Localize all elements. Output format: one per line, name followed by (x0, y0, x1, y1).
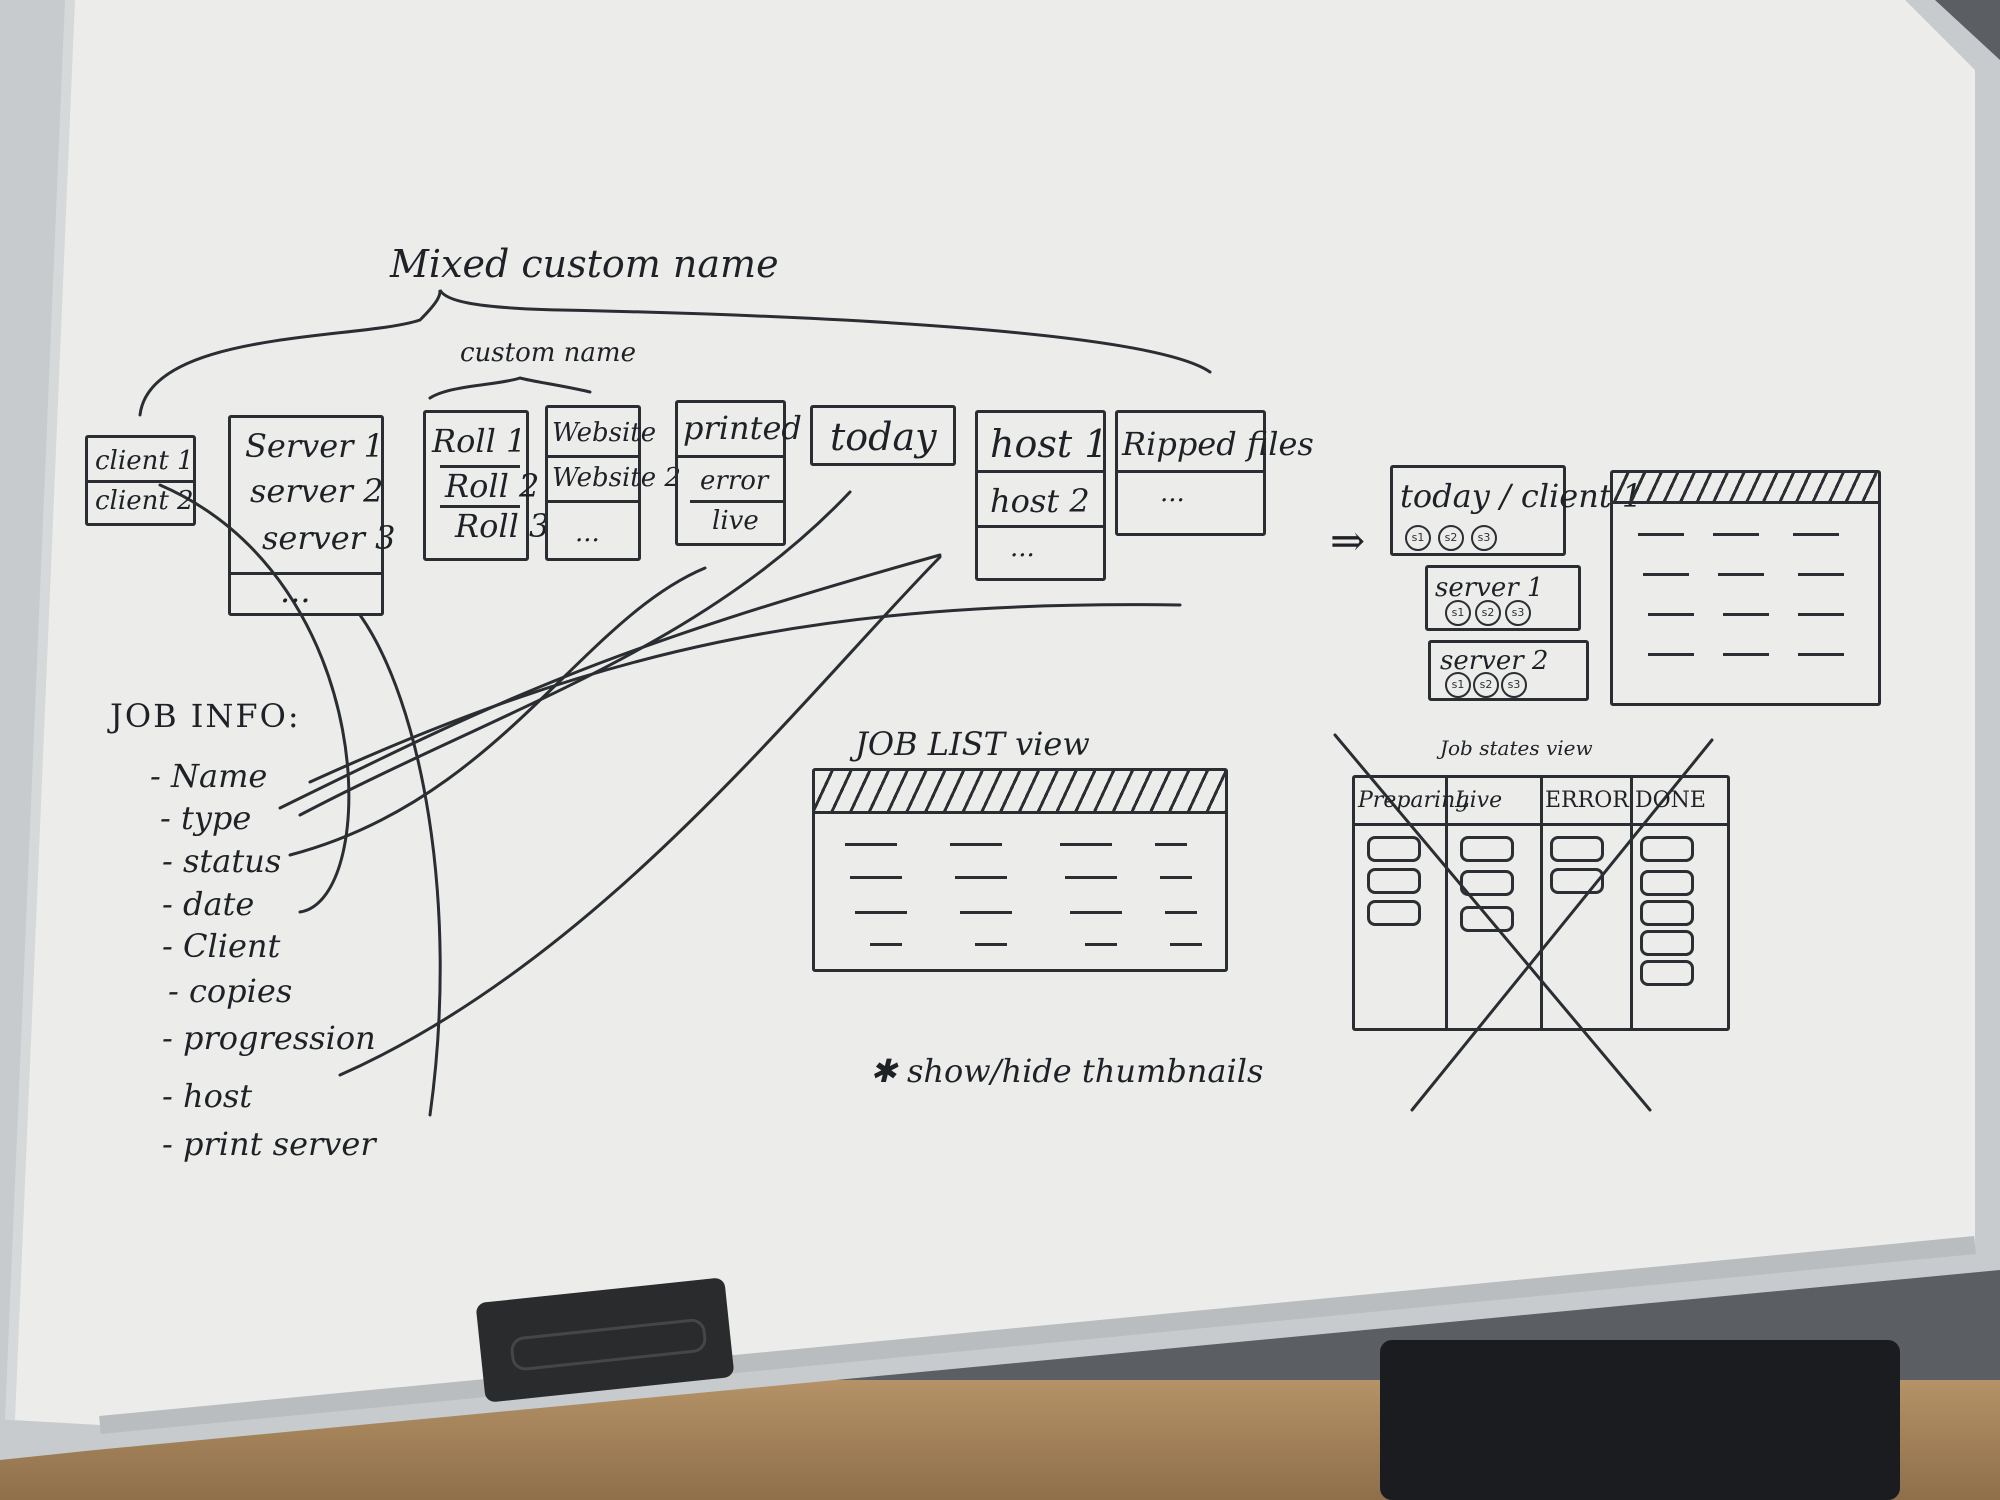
job-info-field-date: - date (162, 885, 255, 923)
server-1-badge-s3: s3 (1505, 600, 1531, 626)
server-2-badge-s3: s3 (1501, 672, 1527, 698)
group-badge-s1: s1 (1405, 525, 1431, 551)
date-item-today: today (830, 415, 937, 459)
website-item-2: Website 2 (552, 463, 681, 493)
state-column-error: ERROR (1545, 788, 1629, 813)
job-states-board-sketch (1352, 775, 1730, 1031)
roll-filter-box (423, 410, 529, 561)
ripped-files-title: Ripped files (1122, 425, 1314, 463)
ripped-files-box (1115, 410, 1266, 536)
server-item-3: server 3 (262, 519, 396, 557)
top-brace-label: Mixed custom name (390, 242, 779, 286)
job-info-field-type: - type (160, 799, 252, 837)
state-column-preparing: Preparing (1358, 788, 1470, 813)
state-column-done: DONE (1635, 788, 1706, 813)
client-item-2: client 2 (95, 486, 194, 516)
server-filter-box (228, 415, 384, 616)
server-item-1: Server 1 (245, 427, 384, 465)
state-column-live: Live (1455, 788, 1503, 813)
group-card-server-2 (1428, 640, 1589, 701)
server-1-badge-s2: s2 (1475, 600, 1501, 626)
implies-arrow: ⇒ (1330, 516, 1366, 565)
job-info-field-status: - status (162, 842, 282, 880)
job-states-view-label: Job states view (1440, 736, 1593, 760)
host-filter-box (975, 410, 1106, 581)
detail-table-sketch (1610, 470, 1881, 706)
status-item-printed: printed (683, 409, 802, 447)
host-item-more: ... (1010, 533, 1035, 563)
group-card-today-client (1390, 465, 1566, 556)
roll-item-3: Roll 3 (455, 507, 550, 545)
roll-item-2: Roll 2 (445, 467, 540, 505)
thumbnail-note: ✱ show/hide thumbnails (870, 1052, 1264, 1090)
website-filter-box (545, 405, 641, 561)
group-card-title: today / client 1 (1400, 477, 1643, 515)
ripped-files-more: ... (1160, 478, 1185, 508)
server-item-more: ... (280, 572, 311, 610)
website-item-1: Website (552, 418, 657, 448)
group-badge-s3: s3 (1471, 525, 1497, 551)
job-list-table-sketch (812, 768, 1228, 972)
group-card-server-1-label: server 1 (1435, 573, 1544, 603)
mid-brace-label: custom name (460, 338, 636, 368)
server-2-badge-s1: s1 (1445, 672, 1471, 698)
job-info-field-progression: - progression (162, 1019, 376, 1057)
status-item-live: live (712, 506, 759, 536)
job-info-heading: JOB INFO: (110, 697, 301, 735)
group-card-server-2-label: server 2 (1440, 646, 1549, 676)
client-item-1: client 1 (95, 446, 194, 476)
host-item-2: host 2 (990, 482, 1090, 520)
status-item-error: error (700, 466, 769, 496)
group-card-server-1 (1425, 565, 1581, 631)
website-item-more: ... (575, 518, 600, 548)
server-1-badge-s1: s1 (1445, 600, 1471, 626)
job-info-field-name: - Name (150, 757, 268, 795)
host-item-1: host 1 (990, 422, 1109, 466)
date-filter-box (810, 405, 956, 466)
roll-item-1: Roll 1 (432, 422, 527, 460)
job-info-field-copies: - copies (168, 972, 293, 1010)
server-2-badge-s2: s2 (1473, 672, 1499, 698)
job-info-field-client: - Client (162, 927, 281, 965)
group-badge-s2: s2 (1438, 525, 1464, 551)
black-chair (1380, 1340, 1900, 1500)
job-info-field-host: - host (162, 1077, 253, 1115)
job-list-view-label: JOB LIST view (855, 725, 1090, 763)
server-item-2: server 2 (250, 472, 384, 510)
job-info-field-print-server: - print server (162, 1125, 376, 1163)
status-filter-box (675, 400, 786, 546)
